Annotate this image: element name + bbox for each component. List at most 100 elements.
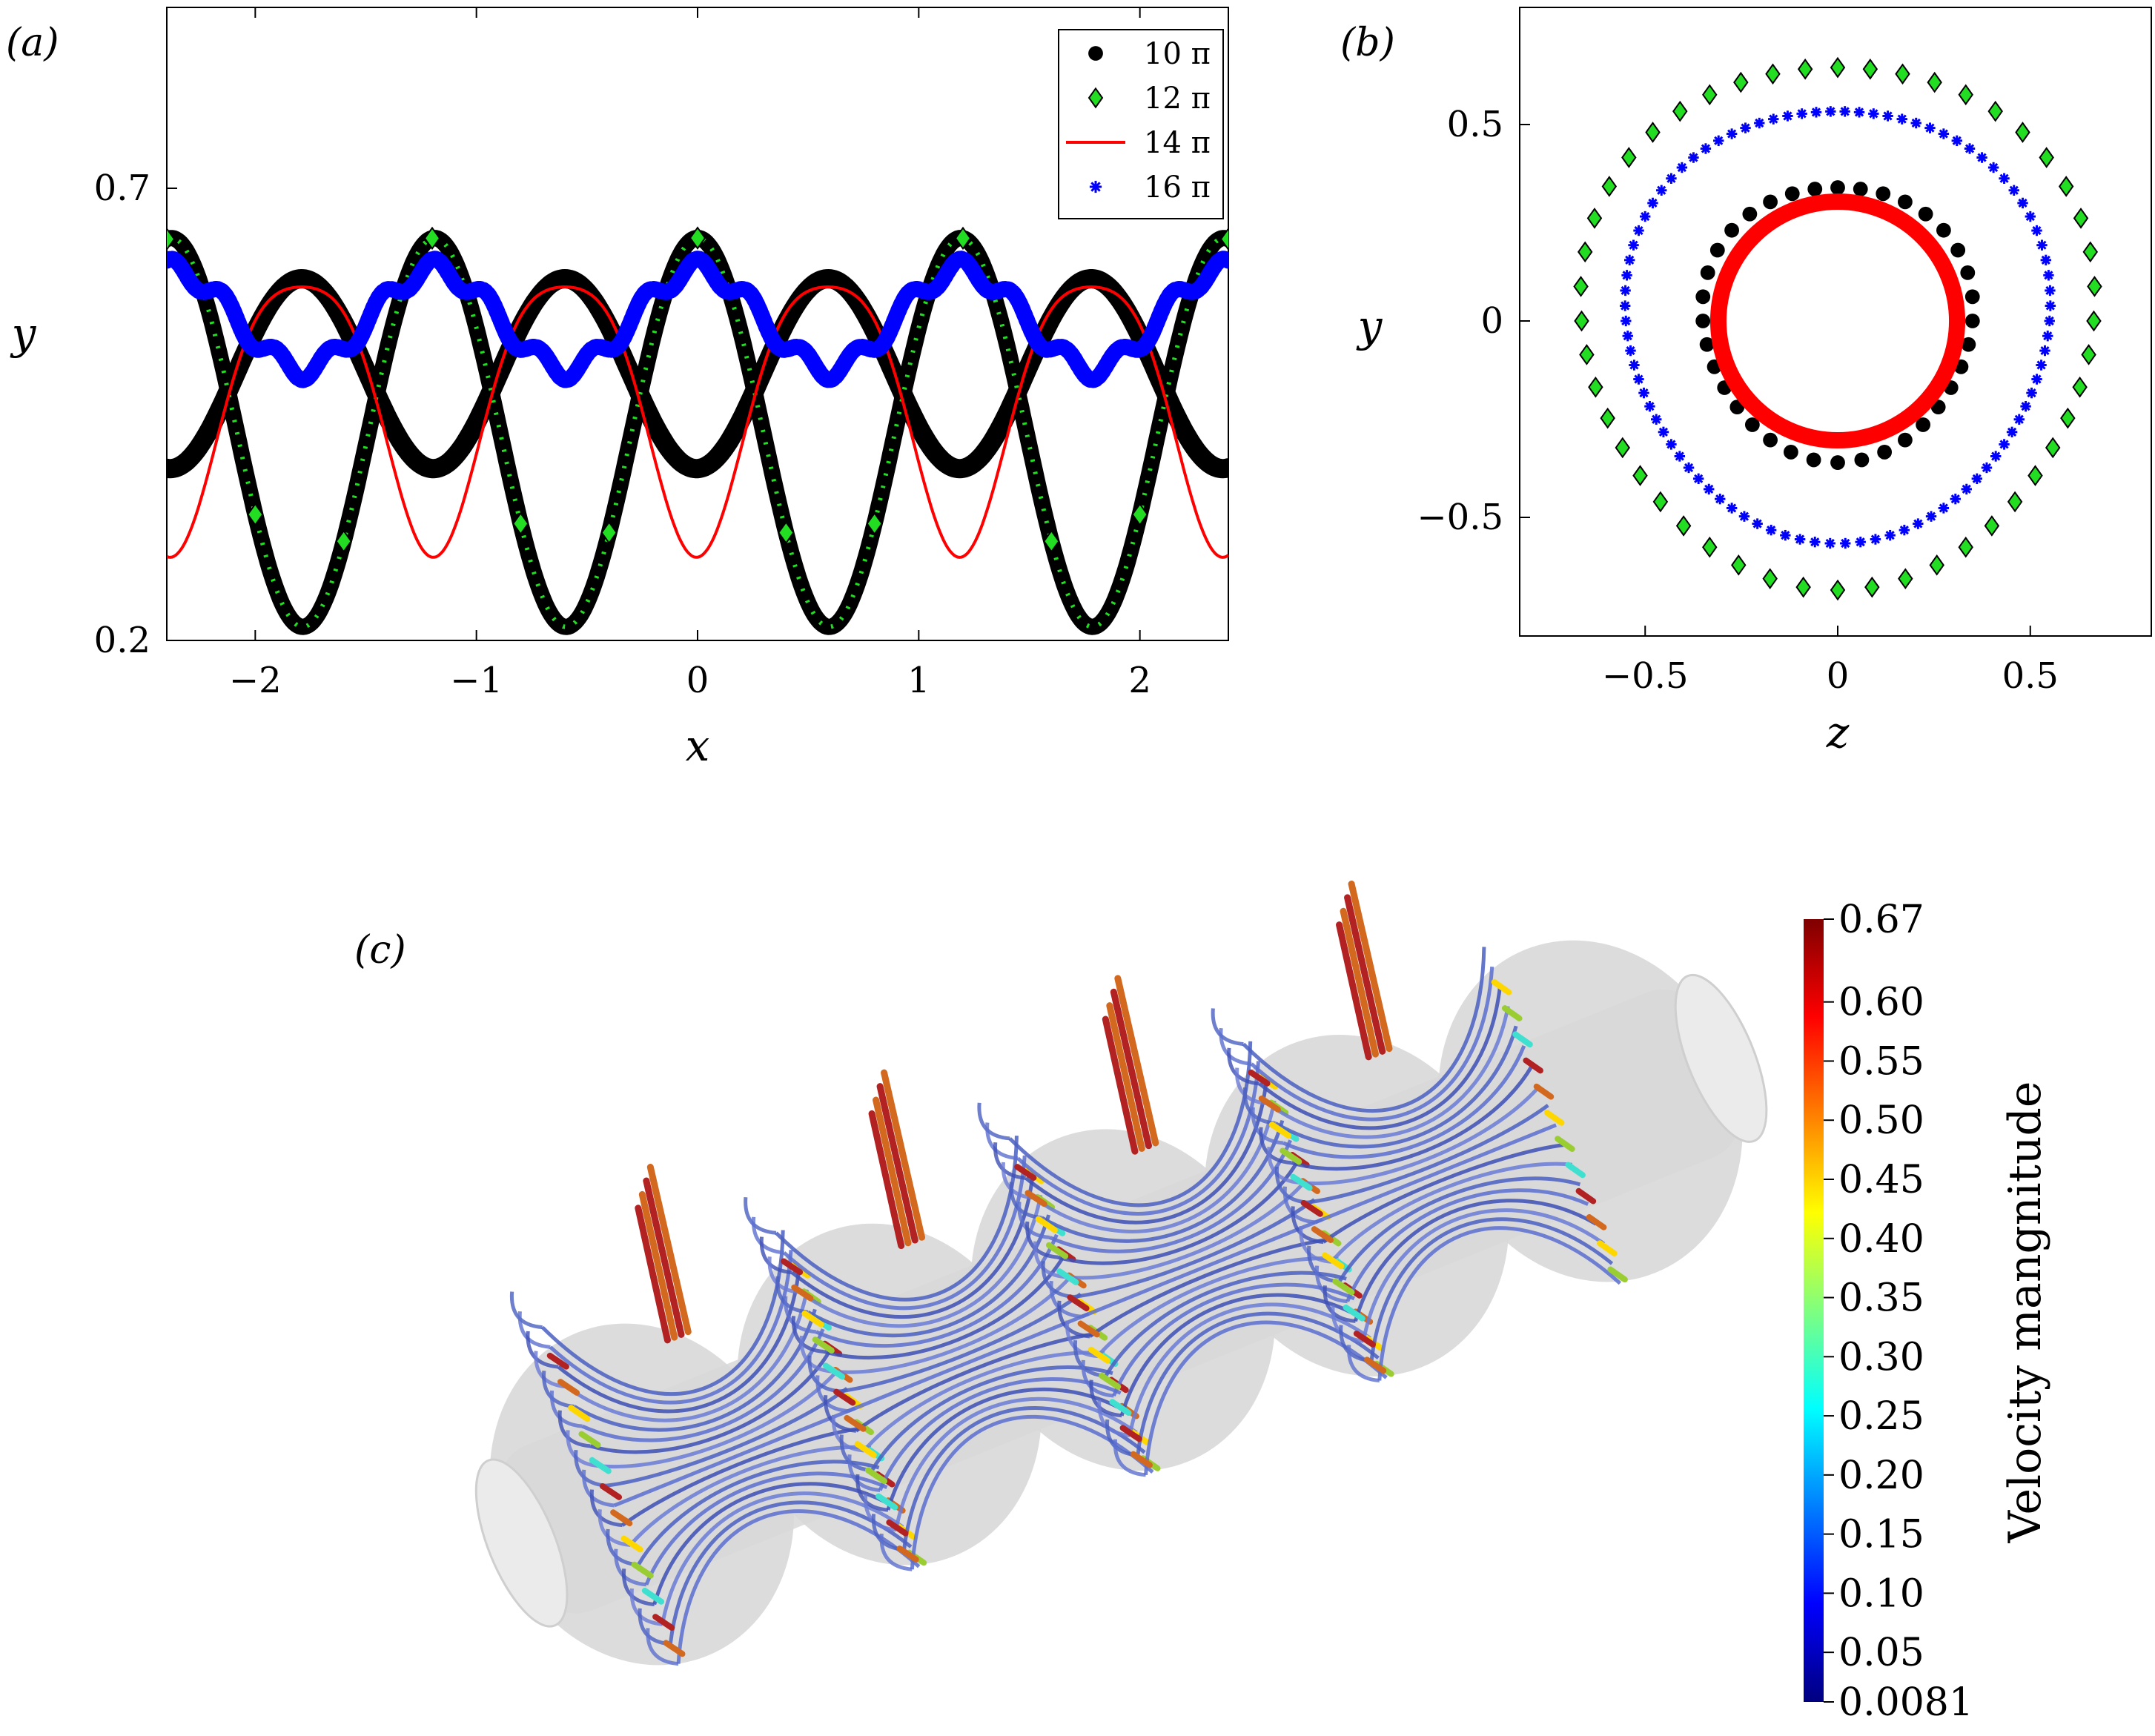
streamline — [1088, 1237, 1331, 1338]
ring-point — [1713, 135, 1724, 147]
streamline — [839, 1292, 1082, 1394]
ring-point — [2026, 387, 2037, 399]
streamline — [790, 1175, 1035, 1319]
streamline-tip — [1523, 1057, 1543, 1074]
streamline-tip — [1035, 1216, 1058, 1233]
ring-point — [1913, 518, 1924, 529]
streamline — [644, 1471, 888, 1586]
streamline — [1369, 1217, 1614, 1362]
ring-point — [1783, 445, 1798, 460]
streamline — [636, 1460, 880, 1566]
vertical-streamline — [646, 1164, 692, 1336]
ring-point — [1936, 222, 1951, 238]
ring-point — [1638, 387, 1649, 399]
ring-point — [1715, 493, 1726, 505]
streamline — [1112, 1282, 1355, 1397]
ring-point — [1628, 239, 1639, 251]
streamline — [573, 1308, 817, 1432]
ring-point — [2031, 225, 2042, 236]
streamline-tip — [833, 1388, 856, 1406]
ring-point — [1740, 122, 1751, 133]
ring-point — [1810, 536, 1821, 548]
streamline-tip — [1364, 1356, 1387, 1374]
streamline — [1330, 1162, 1572, 1263]
ring-point — [1702, 84, 1718, 106]
series-12pi-point — [167, 227, 176, 251]
streamline — [775, 1136, 1019, 1302]
streamline-tip — [620, 1535, 643, 1553]
panel-c-label: (c) — [354, 928, 406, 973]
streamline — [1307, 1104, 1549, 1205]
chart-a-ylabel: y — [10, 308, 37, 359]
ring-point — [1984, 515, 2000, 537]
streamline — [676, 1509, 921, 1664]
legend-label: 16 π — [1144, 170, 1211, 205]
streamline-tip — [1290, 1173, 1313, 1191]
ring-point — [2036, 360, 2047, 371]
ring-point — [1924, 122, 1936, 133]
ring-point — [2025, 211, 2036, 222]
ring-point — [1615, 437, 1631, 459]
ring-point — [1588, 376, 1603, 398]
ring-point — [2045, 300, 2056, 311]
ring-point — [1938, 503, 1950, 514]
streamline — [1314, 1123, 1557, 1225]
chart-a-xtick-label: −1 — [450, 660, 503, 701]
streamline — [815, 1233, 1059, 1348]
chart-b-xtick-label: −0.5 — [1602, 655, 1689, 697]
ring-point — [2058, 176, 2074, 197]
ring-point — [1754, 117, 1765, 129]
colorbar-tick-label: 0.05 — [1838, 1631, 1924, 1675]
colorbar-tick-label: 0.67 — [1838, 898, 1924, 942]
ring-point — [1864, 576, 1880, 598]
streamline — [621, 1426, 864, 1527]
colorbar-tick-label: 0.50 — [1838, 1099, 1924, 1143]
streamline-tip — [1607, 1266, 1628, 1283]
ring-point — [1950, 493, 1961, 505]
ring-point — [1961, 337, 1976, 352]
ring-point — [1794, 534, 1806, 545]
ring-point — [1752, 518, 1763, 529]
streamline — [847, 1312, 1090, 1413]
streamline — [589, 1348, 833, 1454]
ring-point — [1619, 300, 1631, 311]
streamline — [652, 1482, 896, 1606]
ring-point — [1853, 182, 1868, 196]
ring-point — [1807, 182, 1823, 196]
streamline-loop — [1113, 1439, 1146, 1477]
chart-a-plot — [167, 226, 1228, 635]
ring-point — [2039, 147, 2054, 168]
ring-point — [1958, 536, 1973, 558]
streamline — [668, 1500, 913, 1645]
series-14pi-line — [167, 285, 1228, 559]
streamline-tip — [1300, 1199, 1323, 1217]
streamline-tip — [631, 1561, 654, 1579]
streamline-tip — [1512, 1031, 1533, 1048]
ring-point — [1666, 439, 1677, 450]
vertical-streamline — [1102, 1016, 1139, 1155]
ring-point — [2081, 344, 2096, 365]
ring-point — [1695, 314, 1711, 328]
streamline — [1144, 1320, 1388, 1476]
ring-point — [1782, 110, 1793, 122]
ring-point — [1958, 84, 1973, 106]
colorbar-tick-label: 0.60 — [1838, 981, 1924, 1025]
colorbar-tick-label: 0.35 — [1838, 1276, 1924, 1321]
ring-point — [1929, 554, 1944, 576]
chart-b-ytick-label: −0.5 — [1417, 497, 1503, 538]
streamline-tip — [599, 1483, 623, 1500]
streamline-tip — [546, 1352, 569, 1370]
streamline-tip — [1099, 1373, 1122, 1390]
streamline — [1361, 1208, 1606, 1342]
streamline-tip — [1280, 1147, 1302, 1165]
streamline-tip — [1322, 1252, 1345, 1270]
ring-point — [1674, 451, 1686, 462]
series-12pi-point — [1131, 503, 1148, 526]
ring-point — [1624, 254, 1635, 266]
streamline — [894, 1397, 1138, 1531]
streamline-tip — [1597, 1240, 1618, 1256]
streamline — [597, 1367, 841, 1468]
ring-point — [1824, 537, 1835, 549]
ring-point — [1683, 462, 1695, 474]
